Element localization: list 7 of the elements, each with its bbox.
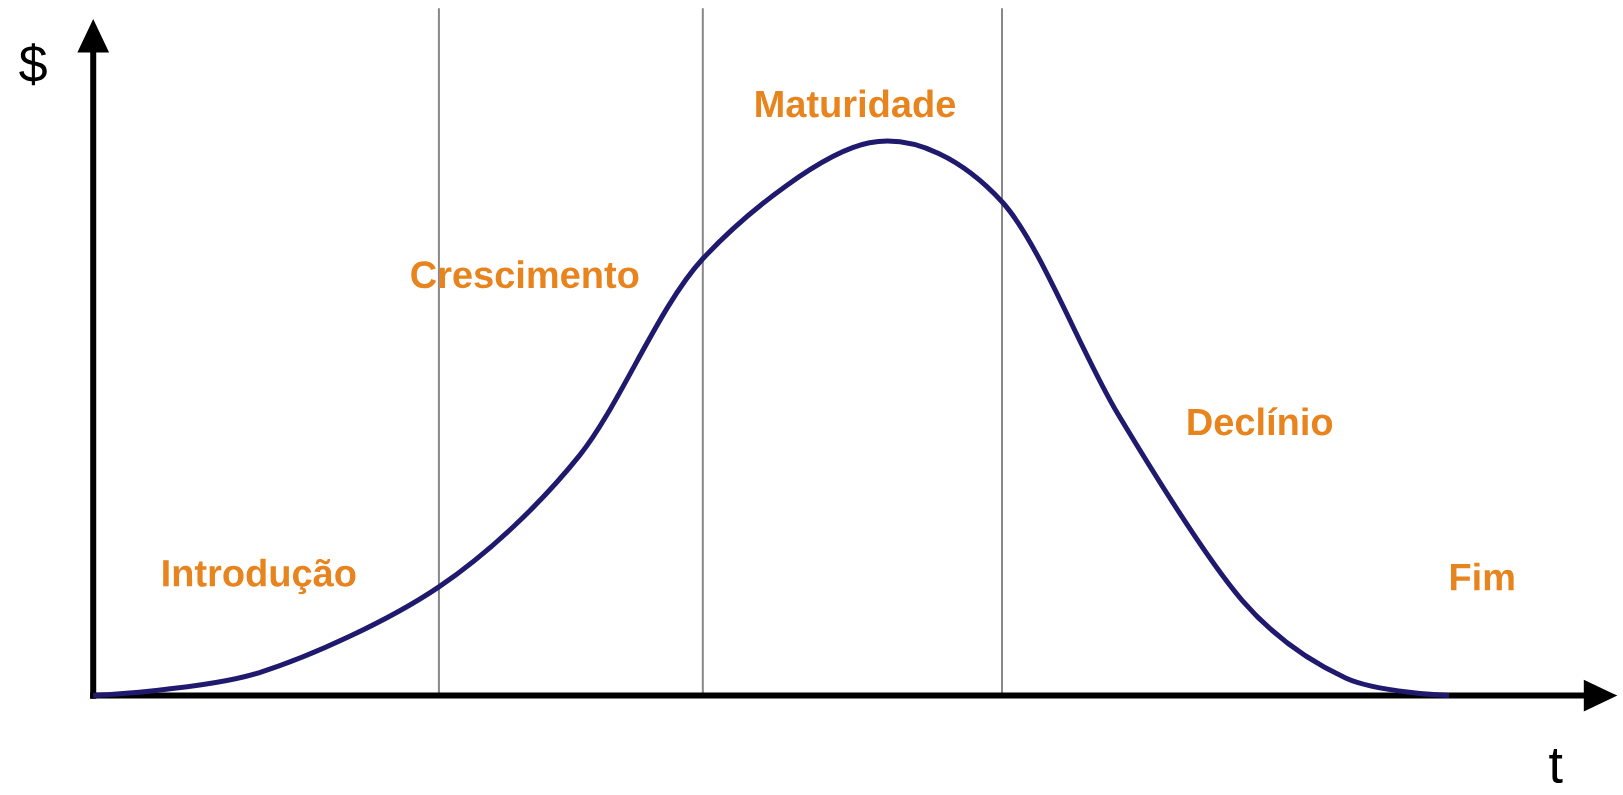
stage-label: Crescimento (411, 260, 639, 289)
stage-label: Fim (1450, 562, 1514, 591)
axis-label: $ (19, 43, 47, 86)
stage-label: Introdução (163, 558, 356, 595)
stage-label: Declínio (1188, 407, 1333, 436)
axis-label: t (1549, 749, 1563, 783)
stage-label: Maturidade (756, 89, 956, 118)
